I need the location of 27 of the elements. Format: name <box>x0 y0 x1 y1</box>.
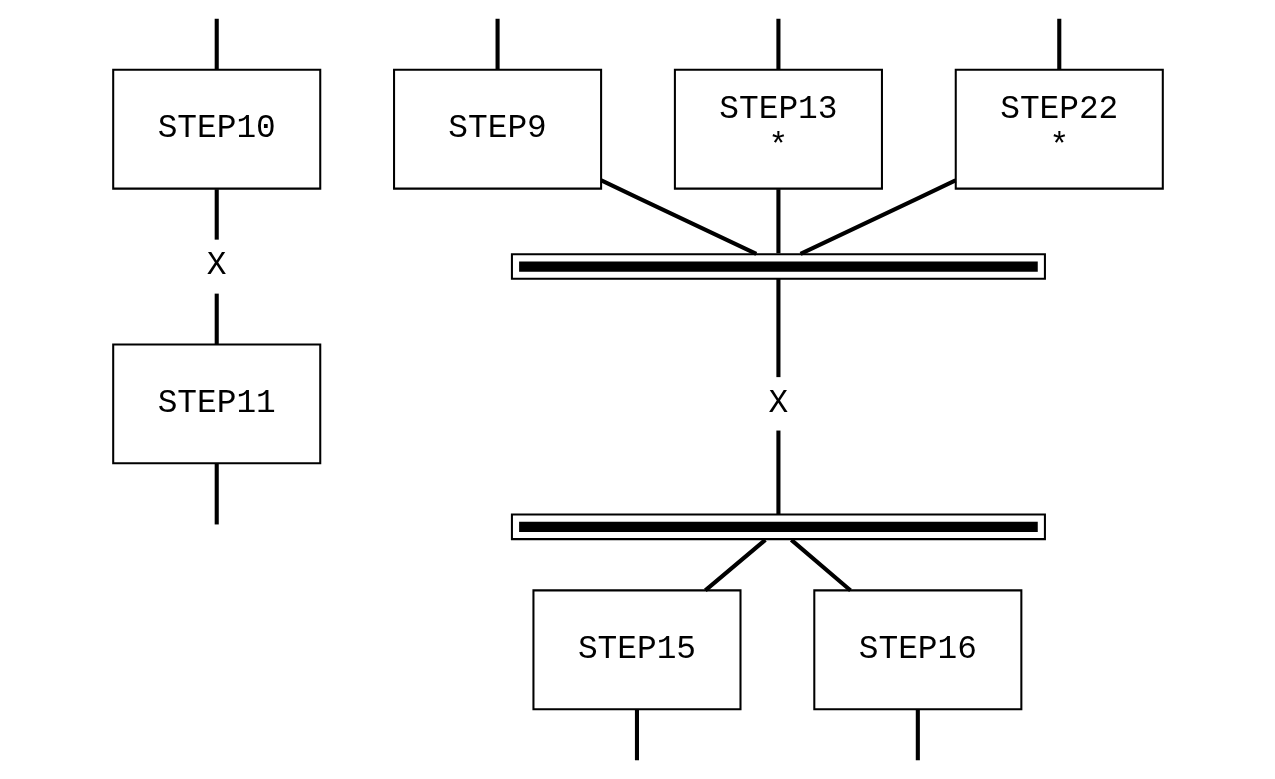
connector <box>789 538 852 592</box>
connector <box>214 463 219 525</box>
connector <box>775 18 780 70</box>
connector <box>799 178 956 256</box>
connector <box>495 18 500 70</box>
connector <box>703 538 767 592</box>
connector <box>775 189 780 254</box>
connector <box>1056 18 1061 70</box>
connector <box>634 709 639 761</box>
connector <box>214 293 219 345</box>
node-box: STEP22 * <box>954 68 1164 190</box>
node-box: STEP10 <box>111 68 321 190</box>
node-box: STEP9 <box>392 68 602 190</box>
node-box: STEP16 <box>812 589 1022 711</box>
node-text: X <box>206 247 227 285</box>
node-bar <box>510 253 1046 280</box>
connector <box>214 189 219 240</box>
connector <box>775 430 780 515</box>
node-box: STEP13 * <box>673 68 883 190</box>
node-bar <box>510 513 1046 541</box>
connector <box>775 279 780 378</box>
node-box: STEP15 <box>531 589 742 711</box>
node-box: STEP11 <box>111 343 321 465</box>
connector <box>915 709 920 761</box>
connector <box>599 178 757 256</box>
connector <box>214 18 219 70</box>
node-text: X <box>768 384 788 422</box>
